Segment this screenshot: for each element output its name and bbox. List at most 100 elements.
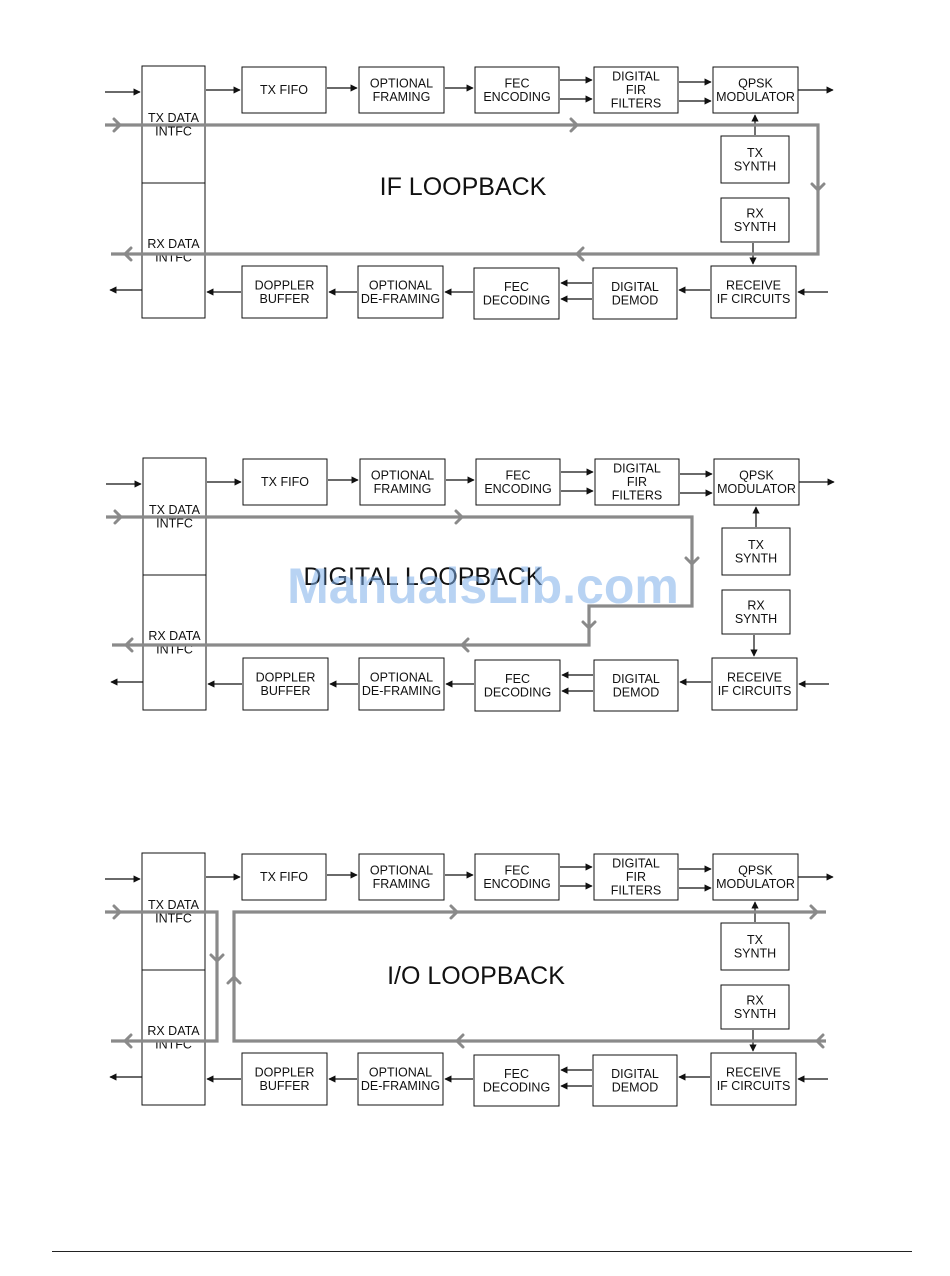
- block-label: TX FIFO: [260, 870, 308, 884]
- block-label: RX: [747, 598, 765, 612]
- block-label: DEMOD: [612, 1080, 659, 1094]
- block-label: ENCODING: [483, 877, 550, 891]
- block-label: FIR: [626, 870, 646, 884]
- io-loopback-loop-chevron-6: [455, 1033, 465, 1049]
- block-label: DIGITAL: [611, 280, 659, 294]
- block-label: TX: [747, 933, 764, 947]
- block-label: FEC: [505, 863, 530, 877]
- block-label: DE-FRAMING: [361, 1079, 440, 1093]
- if-loopback-loop-chevron-3: [575, 246, 585, 262]
- block-label: INTFC: [155, 250, 192, 264]
- block-label: DECODING: [483, 293, 550, 307]
- block-label: OPTIONAL: [370, 76, 433, 90]
- block-label: FEC: [506, 468, 531, 482]
- block-label: DIGITAL: [612, 70, 660, 84]
- block-label: MODULATOR: [716, 877, 795, 891]
- block-label: ENCODING: [484, 482, 551, 496]
- block-label: IF CIRCUITS: [717, 292, 791, 306]
- block-label: DEMOD: [613, 685, 660, 699]
- block-label: DOPPLER: [255, 278, 315, 292]
- block-label: INTFC: [156, 516, 193, 530]
- digital-loopback-loop-chevron-4: [460, 637, 470, 653]
- if-loopback-loop-chevron-4: [123, 246, 133, 262]
- block-label: TX: [748, 538, 765, 552]
- if-loopback-loop-chevron-2: [810, 182, 826, 192]
- block-label: BUFFER: [260, 1079, 310, 1093]
- io-loopback-loop-chevron-0: [112, 904, 122, 920]
- block-label: INTFC: [155, 1037, 192, 1051]
- block-label: TX DATA: [149, 503, 201, 517]
- block-label: FIR: [627, 475, 647, 489]
- block-label: DE-FRAMING: [361, 292, 440, 306]
- block-label: FRAMING: [373, 877, 431, 891]
- block-label: TX: [747, 146, 764, 160]
- digital-loopback-loop-chevron-0: [113, 509, 123, 525]
- block-label: OPTIONAL: [371, 468, 434, 482]
- block-label: OPTIONAL: [369, 278, 432, 292]
- digital-loopback-loop-chevron-1: [454, 509, 464, 525]
- block-label: DECODING: [484, 685, 551, 699]
- tx-fifo-block: TX FIFO: [242, 458, 328, 506]
- block-label: SYNTH: [734, 220, 776, 234]
- footer-rule: [52, 1251, 912, 1252]
- block-label: IF CIRCUITS: [718, 684, 792, 698]
- block-label: SYNTH: [734, 1007, 776, 1021]
- if-loopback-loop-chevron-1: [569, 117, 579, 133]
- io-loopback-loop-path: [105, 910, 219, 1043]
- digital-loopback-loop-path: [106, 515, 694, 647]
- block-label: DIGITAL: [611, 1067, 659, 1081]
- block-label: FILTERS: [611, 884, 661, 898]
- block-label: DECODING: [483, 1080, 550, 1094]
- block-label: FEC: [505, 672, 530, 686]
- block-label: FEC: [504, 1067, 529, 1081]
- block-label: QPSK: [738, 863, 773, 877]
- block-label: QPSK: [738, 76, 773, 90]
- block-label: DIGITAL: [612, 857, 660, 871]
- block-label: OPTIONAL: [370, 670, 433, 684]
- block-label: MODULATOR: [717, 482, 796, 496]
- block-label: FIR: [626, 83, 646, 97]
- block-label: DOPPLER: [256, 670, 316, 684]
- block-label: BUFFER: [260, 292, 310, 306]
- block-label: RECEIVE: [726, 278, 781, 292]
- tx-fifo-block: TX FIFO: [241, 853, 327, 901]
- block-label: SYNTH: [734, 946, 776, 960]
- digital-loopback-loop-chevron-3: [581, 620, 597, 630]
- block-label: INTFC: [155, 124, 192, 138]
- if-loopback-loop-chevron-0: [112, 117, 122, 133]
- block-label: FILTERS: [612, 489, 662, 503]
- block-label: RECEIVE: [726, 1065, 781, 1079]
- digital-loopback-loop-chevron-5: [124, 637, 134, 653]
- block-label: ENCODING: [483, 90, 550, 104]
- block-label: RX DATA: [147, 1024, 200, 1038]
- block-label: RX DATA: [147, 237, 200, 251]
- io-loopback-loop-chevron-5: [226, 975, 242, 985]
